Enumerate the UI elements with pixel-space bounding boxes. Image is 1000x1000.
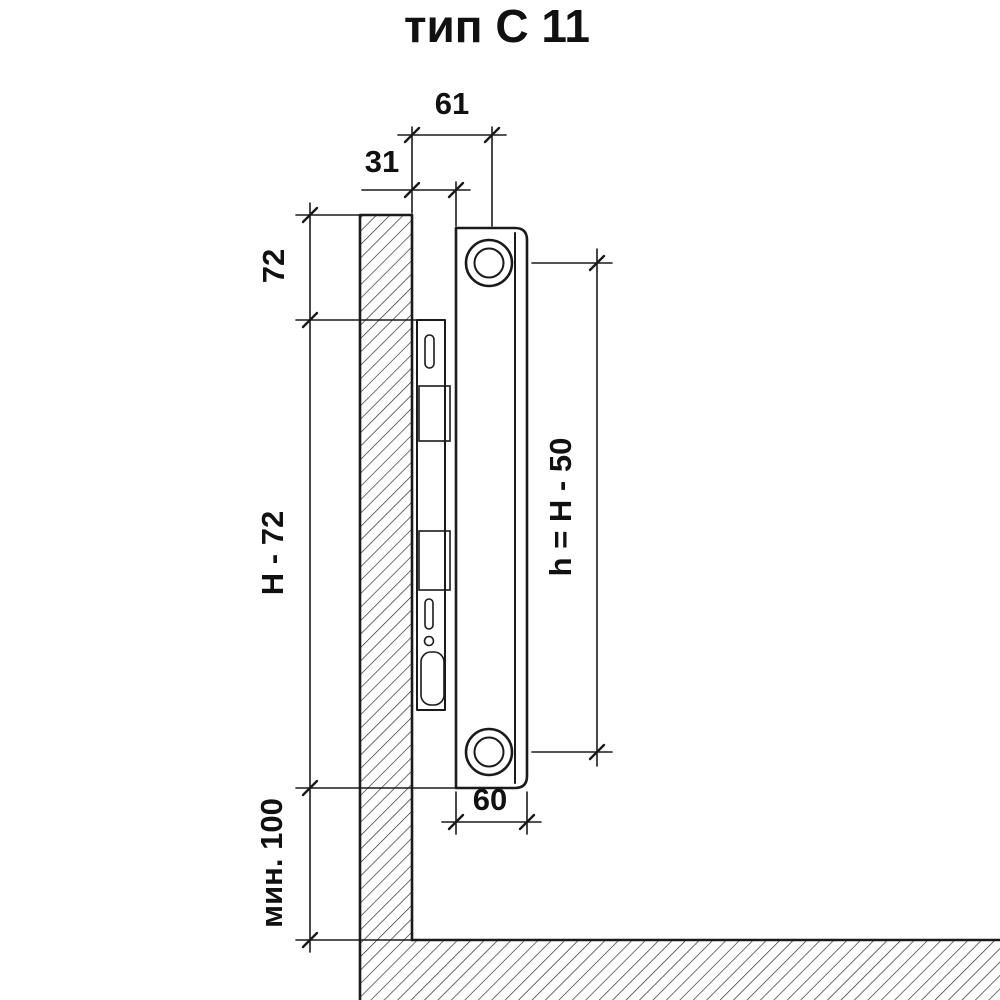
radiator-panel [454,226,529,790]
tick [483,126,501,144]
dim-label-bracket-depth: 31 [365,144,399,179]
floor-hatch [412,940,1000,1000]
tick [403,126,421,144]
dim-label-floor-clearance: мин. 100 [254,798,289,928]
bracket-slot-top [424,334,435,369]
bracket-hole [423,635,435,647]
tick [301,779,319,797]
top-pipe-outer-circle [464,238,514,288]
top-pipe-connection [464,238,514,288]
page-title: тип С 11 [404,0,590,52]
bottom-pipe-inner-circle [473,736,505,768]
floor [410,938,1000,1000]
tick [588,254,606,272]
wall-hatch [360,215,412,1000]
mounting-bracket [416,319,451,711]
tick [301,931,319,949]
tick [518,813,536,831]
dimension-lines [309,134,598,953]
bottom-pipe-outer-circle [464,727,514,777]
bracket-body [416,319,446,711]
bracket-slot-bottom [424,598,434,630]
wall [358,213,414,1000]
dim-label-bottom-depth: 60 [473,782,507,817]
dimension-ticks [301,126,606,949]
bracket-foot [420,651,445,706]
top-pipe-inner-circle [473,247,505,279]
dimension-labels: 61 31 72 H - 72 мин. 100 h = H - 50 60 [254,86,578,928]
tick [588,743,606,761]
tick [301,311,319,329]
tick [403,181,421,199]
wall-outline [358,213,414,1000]
dim-label-pipe-spacing: h = H - 50 [543,438,578,577]
dim-label-left-height: H - 72 [255,511,290,595]
tick [447,181,465,199]
bracket-hook-upper [418,385,451,442]
bracket-hook-lower [418,530,451,591]
tick [447,813,465,831]
dim-label-top-offset: 72 [256,249,291,283]
tick [301,206,319,224]
bottom-pipe-connection [464,727,514,777]
radiator-outline [454,226,529,790]
dim-label-top-depth: 61 [435,86,469,121]
